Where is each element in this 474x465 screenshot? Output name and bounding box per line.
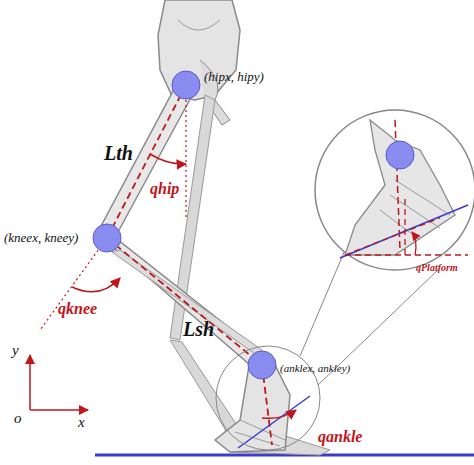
figure-label: o [14, 410, 22, 427]
figure-label: qknee [58, 300, 97, 318]
figure-label: y [12, 342, 19, 359]
figure-label: x [78, 414, 85, 431]
figure-label: qPlatform [416, 262, 458, 273]
figure-label: (kneex, kneey) [4, 231, 78, 245]
figure-label: (hipx, hipy) [204, 70, 264, 84]
figure-label: (anklex, ankley) [280, 362, 350, 374]
figure-label: qhip [150, 180, 179, 198]
figure-label: qankle [318, 428, 362, 446]
figure-label: Lsh [183, 318, 214, 340]
figure-label: Lth [104, 142, 133, 164]
